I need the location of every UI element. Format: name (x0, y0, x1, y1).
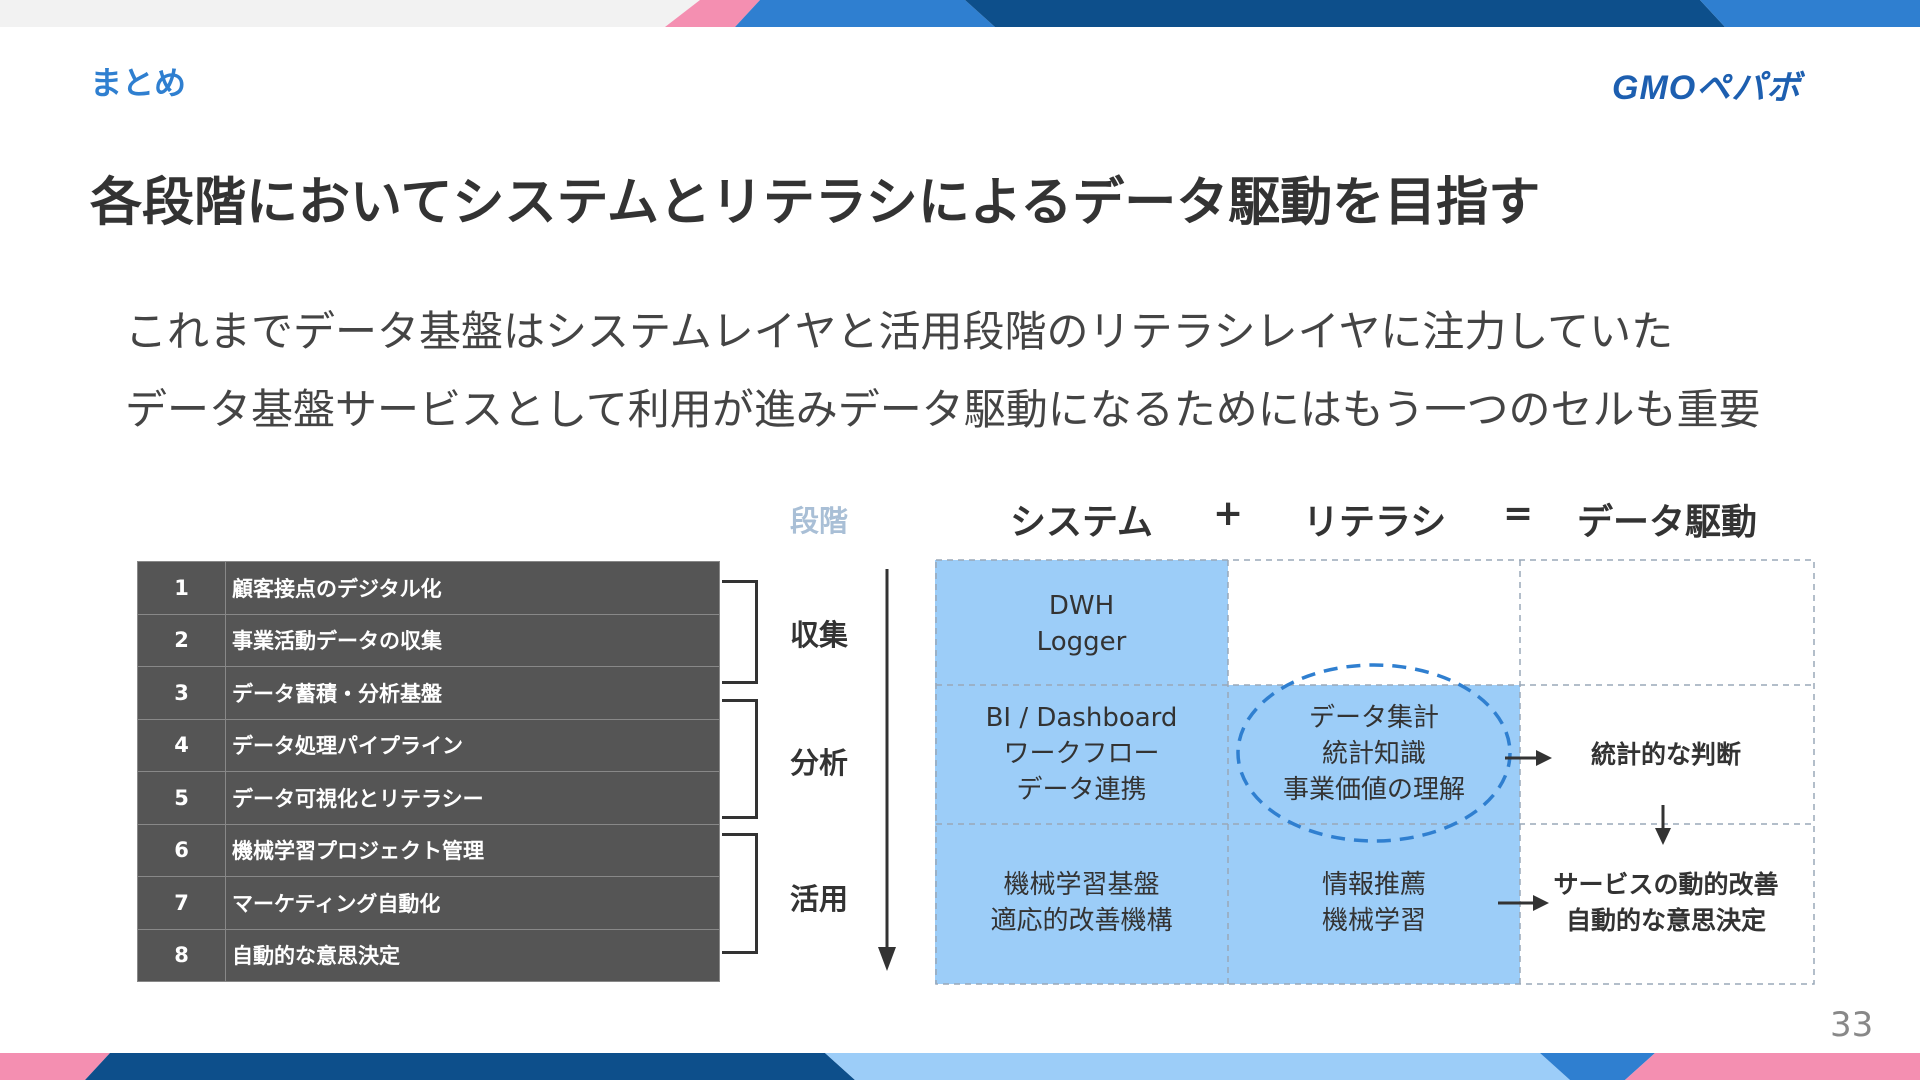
phase-label-collect: 収集 (790, 618, 849, 652)
down-arrow-icon (878, 569, 896, 971)
stage-number: 7 (137, 876, 226, 930)
stage-header: 段階 (790, 504, 849, 538)
stage-name: 事業活動データの収集 (225, 613, 720, 667)
stage-number: 5 (137, 771, 226, 825)
stage-name: データ処理パイプライン (225, 718, 720, 772)
stage-name: マーケティング自動化 (225, 876, 720, 930)
stage-number: 2 (137, 613, 226, 667)
body-text-line: これまでデータ基盤はシステムレイヤと活用段階のリテラシレイヤに注力していた (125, 307, 1674, 356)
matrix-highlight-literacy (1228, 685, 1520, 984)
cell-analyze-result: 統計的な判断 (1555, 737, 1777, 773)
stage-name: 顧客接点のデジタル化 (225, 561, 720, 615)
cell-text-line: BI / Dashboard (985, 703, 1178, 733)
cell-text-line: サービスの動的改善 (1553, 870, 1779, 899)
stage-name: 自動的な意思決定 (225, 928, 720, 982)
cell-text-line: 統計知識 (1321, 739, 1426, 769)
page-number: 33 (1830, 1005, 1874, 1045)
cell-text-line: 自動的な意思決定 (1565, 906, 1766, 935)
column-header-literacy: リテラシ (1303, 502, 1447, 543)
column-header-data-driven: データ駆動 (1577, 502, 1758, 543)
column-header-system: システム (1010, 502, 1153, 543)
section-label: まとめ (90, 64, 187, 102)
cell-text-line: データ連携 (1016, 775, 1147, 805)
stage-number: 3 (137, 666, 226, 720)
cell-text-line: 適応的改善機構 (990, 906, 1173, 936)
cell-utilize-system: 機械学習基盤 適応的改善機構 (935, 867, 1228, 939)
equals-sign: = (1503, 493, 1534, 534)
cell-analyze-literacy: データ集計 統計知識 事業価値の理解 (1228, 700, 1520, 808)
down-arrow-icon (1655, 805, 1671, 845)
cell-text-line: 事業価値の理解 (1282, 775, 1465, 805)
cell-utilize-result: サービスの動的改善 自動的な意思決定 (1534, 867, 1798, 939)
bottom-decorative-band (0, 1053, 1920, 1080)
system-literacy-matrix (935, 559, 1815, 985)
right-arrow-icon (1505, 750, 1552, 766)
slide-title: 各段階においてシステムとリテラシによるデータ駆動を目指す (90, 173, 1541, 233)
cell-utilize-literacy: 情報推薦 機械学習 (1228, 867, 1520, 939)
cell-text-line: データ集計 (1308, 703, 1439, 733)
cell-collect-system: DWH Logger (935, 588, 1228, 660)
body-text-line: データ基盤サービスとして利用が進みデータ駆動になるためにはもう一つのセルも重要 (125, 385, 1761, 434)
right-arrow-icon (1498, 895, 1549, 911)
cell-text-line: ワークフロー (1003, 739, 1160, 769)
stage-name: データ可視化とリテラシー (225, 771, 720, 825)
stage-number: 6 (137, 823, 226, 877)
bracket-analyze (722, 699, 758, 819)
cell-text-line: 情報推薦 (1321, 870, 1426, 900)
top-decorative-band (0, 0, 1920, 27)
cell-text-line: 機械学習基盤 (1003, 870, 1160, 900)
brand-logo: GMOペパボ (1612, 69, 1802, 107)
cell-text-line: 統計的な判断 (1590, 740, 1741, 769)
bracket-utilize (722, 833, 758, 954)
cell-text-line: Logger (1036, 627, 1127, 657)
stage-number: 8 (137, 928, 226, 982)
cell-analyze-system: BI / Dashboard ワークフロー データ連携 (935, 700, 1228, 808)
bracket-collect (722, 580, 758, 684)
cell-text-line: 機械学習 (1321, 906, 1426, 936)
cell-text-line: DWH (1048, 591, 1115, 621)
matrix-highlight-system (935, 560, 1228, 984)
stage-number: 1 (137, 561, 226, 615)
phase-label-analyze: 分析 (790, 746, 849, 780)
stage-number: 4 (137, 718, 226, 772)
stage-name: データ蓄積・分析基盤 (225, 666, 720, 720)
plus-sign: + (1213, 493, 1244, 534)
stage-name: 機械学習プロジェクト管理 (225, 823, 720, 877)
phase-label-utilize: 活用 (790, 882, 849, 916)
highlight-ellipse (1236, 663, 1512, 843)
